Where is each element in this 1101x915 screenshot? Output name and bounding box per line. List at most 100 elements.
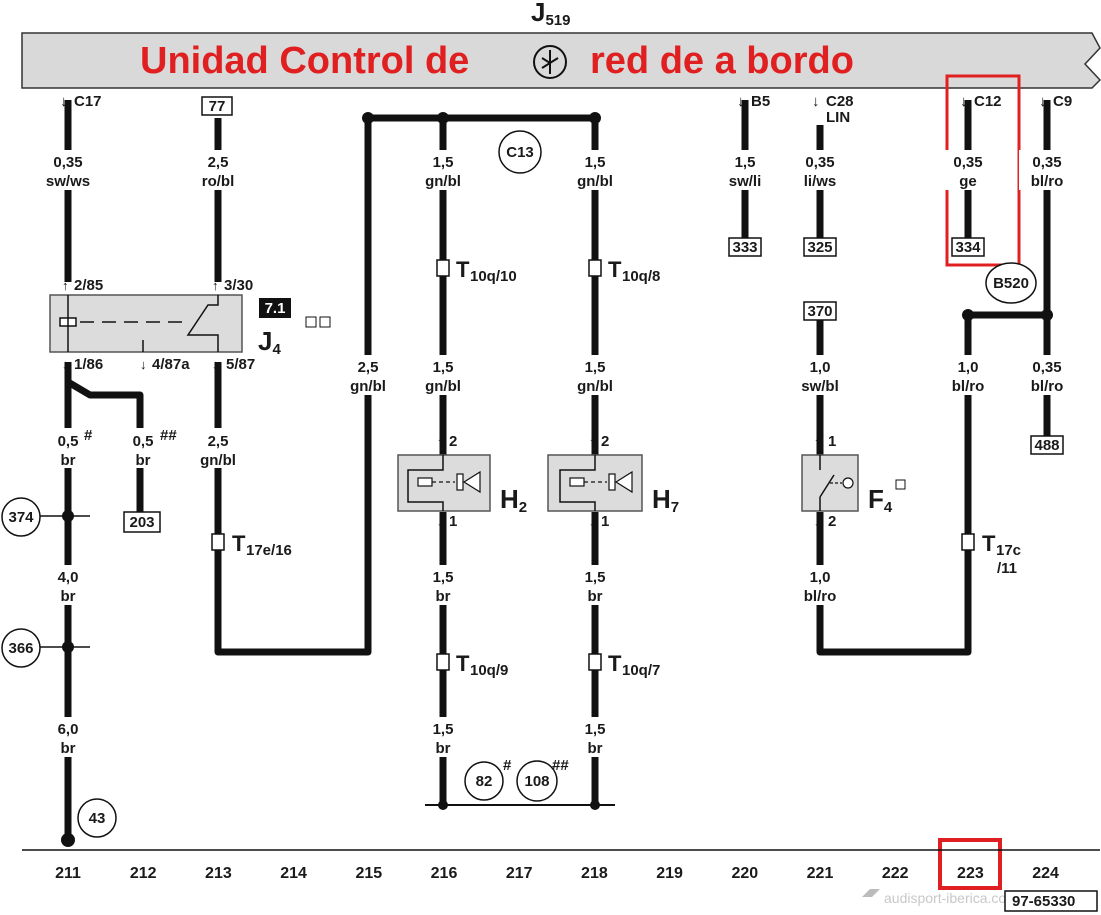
column-number: 215 — [355, 865, 382, 882]
svg-text:↑: ↑ — [62, 278, 69, 293]
svg-text:↓: ↓ — [212, 357, 219, 372]
svg-text:2: 2 — [449, 433, 457, 450]
wire-size: 6,0 — [58, 721, 79, 738]
terminal-t10q7: T 10q/7 — [588, 651, 660, 679]
column-number: 218 — [581, 865, 608, 882]
arrow-down-icon: ↓ — [737, 93, 745, 110]
wire-color: sw/li — [729, 173, 762, 190]
wire-size: 1,5 — [433, 154, 454, 171]
wire-size: 1,5 — [433, 721, 454, 738]
terminal-t10q8: T 10q/8 — [588, 257, 660, 285]
wire-color: gn/bl — [577, 378, 613, 395]
wire-size: 1,5 — [585, 569, 606, 586]
svg-text:2: 2 — [601, 433, 609, 450]
pin-arrows: ↑ ↑ ↓ ↓ ↓ ↑ ↓ ↑ ↓ ↑ ↓ — [62, 278, 821, 529]
ref-333: 333 — [732, 239, 757, 256]
wire-color: br — [61, 452, 76, 469]
pin-4-87a: 4/87a — [152, 356, 190, 373]
ref-334: 334 — [955, 239, 981, 256]
svg-text:1: 1 — [449, 513, 457, 530]
connector-c12: C12 — [974, 93, 1002, 110]
column-number: 216 — [431, 865, 458, 882]
ref-203: 203 — [129, 514, 154, 531]
connector-c9: C9 — [1053, 93, 1072, 110]
wire-color: gn/bl — [200, 452, 236, 469]
svg-text:10q/9: 10q/9 — [470, 662, 508, 679]
connector-c17: C17 — [74, 93, 102, 110]
watermark: audisport-iberica.com — [884, 890, 1018, 906]
wire-color: gn/bl — [577, 173, 613, 190]
wire-labels: 0,35 sw/ws 2,5 ro/bl 1,5 gn/bl 1,5 gn/bl… — [40, 150, 1075, 757]
wire-color: br — [61, 588, 76, 605]
column-number: 222 — [882, 865, 909, 882]
wire-size: 1,0 — [810, 359, 831, 376]
column-number: 211 — [55, 865, 81, 882]
column-number: 220 — [731, 865, 758, 882]
svg-text:10q/7: 10q/7 — [622, 662, 660, 679]
ref-325: 325 — [807, 239, 832, 256]
drawing-code: 97-65330 — [1012, 893, 1075, 910]
svg-text:↑: ↑ — [212, 278, 219, 293]
svg-text:T: T — [608, 257, 622, 282]
wire-color: br — [588, 588, 603, 605]
wire-size: 0,35 — [1032, 359, 1061, 376]
svg-text:↓: ↓ — [589, 514, 596, 529]
terminal-t17e16: T 17e/16 — [211, 531, 292, 559]
terminal-t10q9: T 10q/9 — [436, 651, 508, 679]
mark-hash: # — [503, 757, 512, 774]
switch-f4-label: F4 — [868, 484, 893, 516]
relay-j4: 2/85 3/30 1/86 4/87a 5/87 7.1 J4 — [49, 277, 331, 373]
column-number: 213 — [205, 865, 232, 882]
wire-color: li/ws — [804, 173, 837, 190]
wire-color: gn/bl — [350, 378, 386, 395]
wire-size: 1,0 — [958, 359, 979, 376]
wire-color: br — [588, 740, 603, 757]
svg-text:T: T — [608, 651, 622, 676]
svg-text:↓: ↓ — [437, 514, 444, 529]
wire-color: bl/ro — [1031, 378, 1064, 395]
svg-text:10q/8: 10q/8 — [622, 268, 660, 285]
reference-boxes: 333 325 334 370 488 203 — [123, 237, 1064, 533]
wire-size: 1,5 — [433, 359, 454, 376]
arrow-down-icon: ↓ — [60, 93, 68, 110]
horn-h2: 2 1 H2 — [397, 433, 527, 530]
wire-size: 0,5 — [58, 433, 79, 450]
ground-ticks — [40, 515, 90, 648]
mark-double-hash: ## — [552, 757, 569, 774]
circle-labels: C13 B520 374 366 43 82 # 108 ## — [1, 130, 1037, 838]
wire-size: 1,0 — [810, 569, 831, 586]
horn-h2-label: H2 — [500, 484, 527, 516]
wire-color: gn/bl — [425, 173, 461, 190]
circle-374: 374 — [8, 509, 34, 526]
horn-h7-label: H7 — [652, 484, 679, 516]
wire-color: sw/ws — [46, 173, 90, 190]
connector-c28-lin: LIN — [826, 109, 850, 126]
terminal-t10q10: T 10q/10 — [436, 257, 517, 285]
relay-badge: 7.1 — [265, 300, 286, 317]
connector-c28: C28 — [826, 93, 854, 110]
column-number: 221 — [807, 865, 834, 882]
footer: audisport-iberica.com 97-65330 — [862, 889, 1098, 912]
wire-size: 2,5 — [208, 154, 229, 171]
component-code: J519 — [531, 0, 571, 29]
ref-370: 370 — [807, 303, 832, 320]
header-title-right: red de a bordo — [590, 40, 854, 82]
arrow-down-icon: ↓ — [960, 93, 968, 110]
arrow-down-icon: ↓ — [1039, 93, 1047, 110]
junction-dots — [61, 112, 1053, 847]
horn-h7: 2 1 H7 — [547, 433, 679, 530]
switch-f4: 1 2 F4 — [801, 433, 906, 530]
wire-color: gn/bl — [425, 378, 461, 395]
wire-color: ro/bl — [202, 173, 235, 190]
column-number: 214 — [280, 865, 307, 882]
wire-size: 4,0 — [58, 569, 79, 586]
header-title-left: Unidad Control de — [140, 40, 469, 82]
wire-color: ge — [959, 173, 977, 190]
column-number: 224 — [1032, 865, 1059, 882]
wire-color: bl/ro — [952, 378, 985, 395]
svg-text:↓: ↓ — [62, 357, 69, 372]
svg-text:↓: ↓ — [140, 357, 147, 372]
wire-size: 2,5 — [358, 359, 379, 376]
